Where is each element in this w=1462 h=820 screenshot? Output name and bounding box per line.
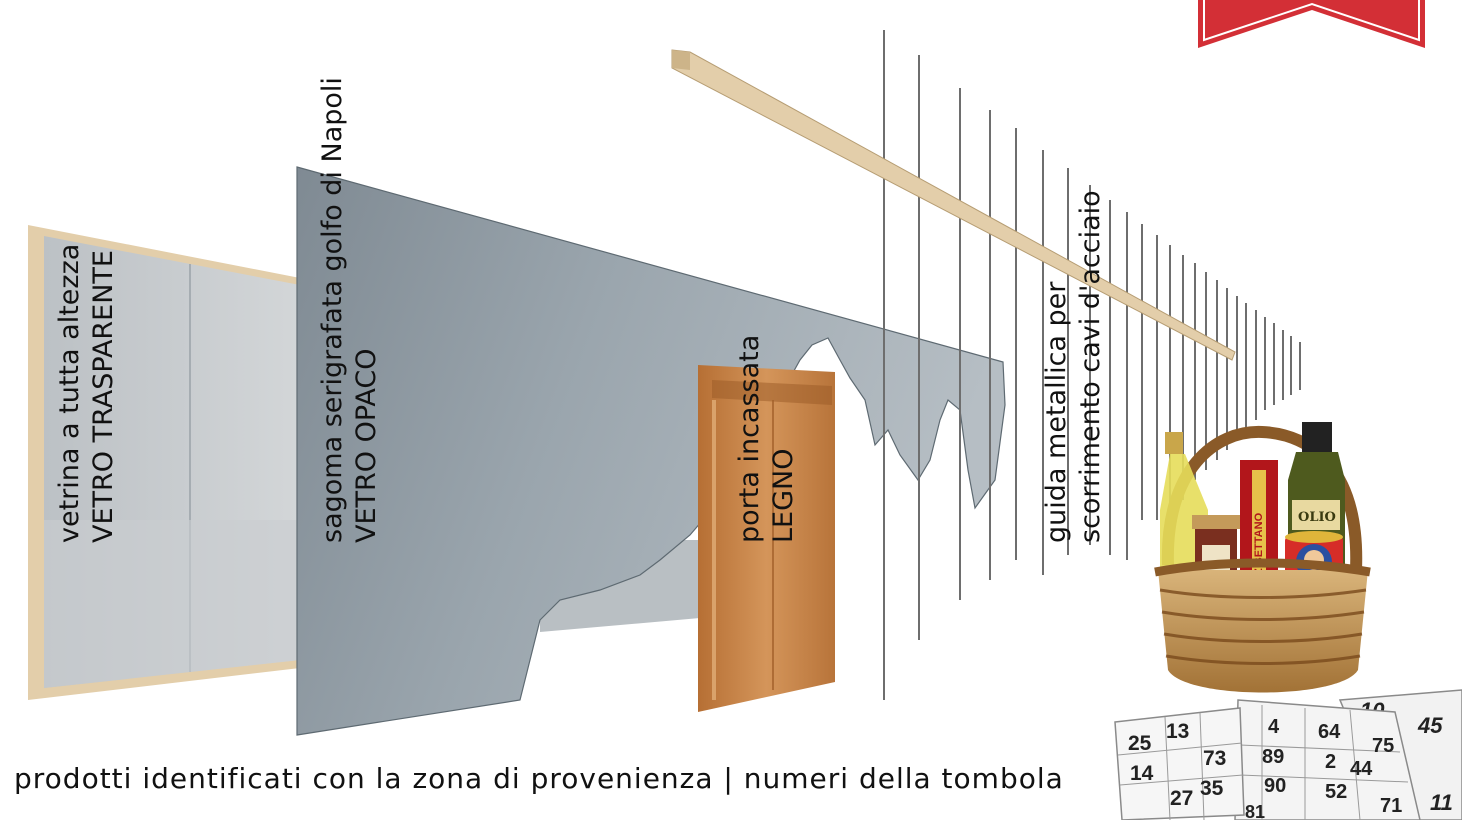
tombola-card-left-number: 13	[1166, 720, 1189, 743]
tombola-card-right-number: 45	[1417, 713, 1443, 738]
label-metal-rail: guida metallica per scorrimento cavi d'a…	[1040, 190, 1108, 543]
tombola-card-middle-number: 44	[1350, 758, 1373, 780]
frosted-silhouette-panel	[296, 166, 1006, 736]
tombola-card-middle-number: 52	[1325, 781, 1347, 803]
bottom-caption: prodotti identificati con la zona di pro…	[14, 762, 1064, 795]
tombola-card-middle-number: 2	[1325, 751, 1336, 773]
transparent-showcase-panel	[28, 225, 300, 700]
label-metal-rail-line2: scorrimento cavi d'acciaio	[1075, 190, 1106, 543]
label-frosted-silhouette-line1: sagoma serigrafata golfo di Napoli	[317, 77, 348, 543]
wooden-door	[698, 365, 835, 712]
tombola-card-middle-number: 90	[1264, 775, 1286, 797]
tombola-card-left-number: 73	[1203, 747, 1226, 770]
label-transparent-showcase-line1: vetrina a tutta altezza	[54, 243, 85, 543]
tombola-card-left-number: 25	[1128, 732, 1152, 755]
tombola-card-middle-number: 4	[1268, 716, 1280, 738]
tombola-card-middle-number: 81	[1245, 802, 1265, 820]
tombola-card-left: 25 13 14 73 27 35	[1114, 707, 1245, 820]
label-wooden-door: porta incassata LEGNO	[733, 335, 801, 543]
tombola-card-right-number: 11	[1430, 790, 1453, 815]
label-wooden-door-line2: LEGNO	[768, 448, 799, 543]
red-banner	[1198, 0, 1425, 48]
label-metal-rail-line1: guida metallica per	[1041, 281, 1072, 543]
steel-cables	[883, 30, 1301, 700]
olive-oil-label: OLIO	[1298, 510, 1336, 525]
label-frosted-silhouette-line2: VETRO OPACO	[351, 348, 382, 543]
label-frosted-silhouette: sagoma serigrafata golfo di Napoli VETRO…	[316, 77, 384, 543]
label-transparent-showcase-line2: VETRO TRASPARENTE	[88, 250, 119, 543]
tombola-card-left-number: 35	[1200, 777, 1224, 800]
tombola-card-left-number: 27	[1170, 787, 1193, 810]
label-transparent-showcase: vetrina a tutta altezza VETRO TRASPARENT…	[53, 244, 121, 543]
tombola-card-middle-number: 89	[1262, 746, 1284, 768]
label-wooden-door-line1: porta incassata	[734, 334, 765, 543]
tombola-card-middle-number: 64	[1318, 721, 1341, 743]
tombola-card-middle-number: 75	[1372, 735, 1394, 757]
tombola-card-left-number: 14	[1130, 762, 1154, 785]
metal-rail	[671, 49, 1236, 361]
tombola-card-middle-number: 71	[1380, 795, 1402, 817]
tombola-cards: 10 45 11 4 89 90 64 2 44 52 75 71 81	[1114, 689, 1462, 820]
gift-basket: OLIO ZIBETTANO	[1154, 422, 1371, 693]
tombola-card-middle: 4 89 90 64 2 44 52 75 71 81	[1234, 699, 1421, 820]
